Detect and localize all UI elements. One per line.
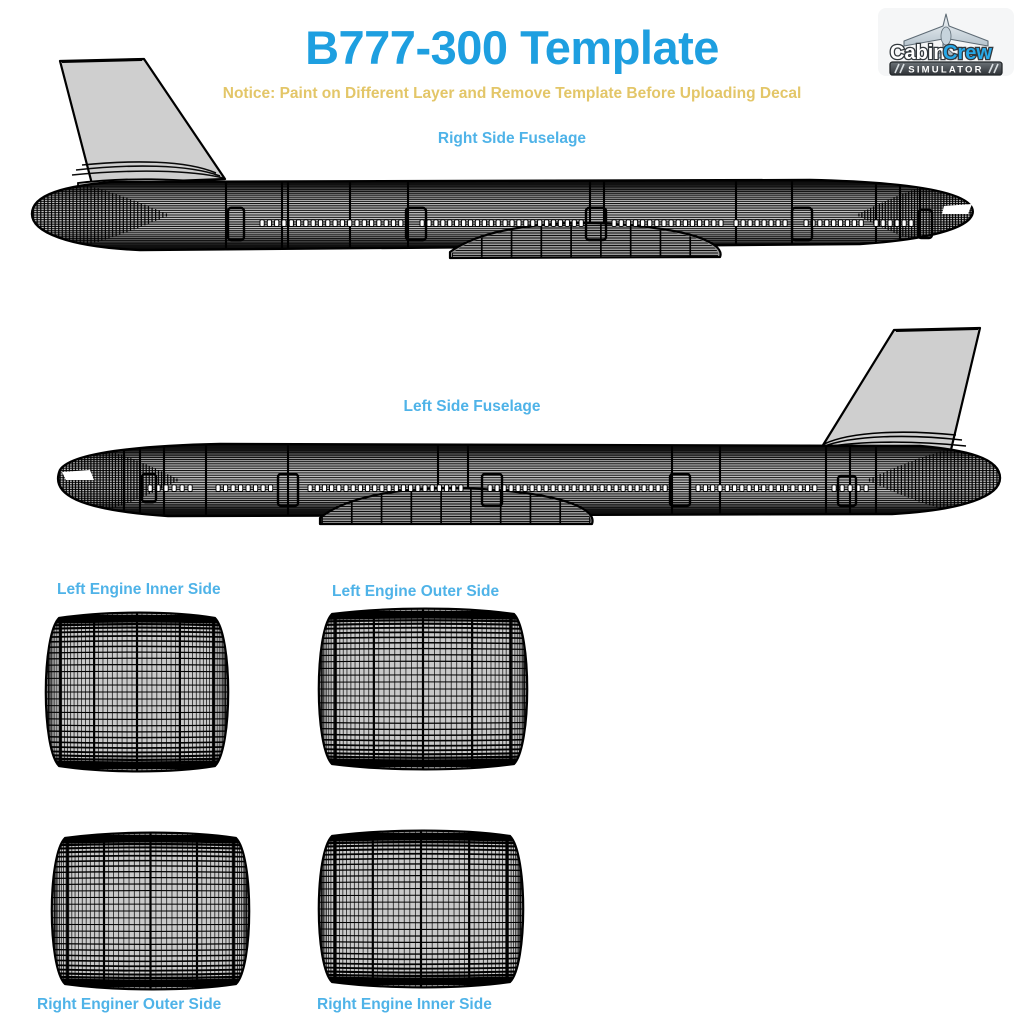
logo-word-cabin: Cabin	[890, 42, 946, 64]
left-engine-outer-wireframe	[315, 607, 531, 771]
right-engine-inner-wireframe	[315, 829, 527, 989]
right-side-fuselage-wireframe	[20, 18, 1004, 280]
notice-text: Notice: Paint on Different Layer and Rem…	[222, 85, 802, 102]
right-engine-outer-wireframe	[48, 831, 253, 991]
label-right-engine-inner: Right Engine Inner Side	[317, 996, 492, 1013]
label-right-side-fuselage: Right Side Fuselage	[437, 130, 587, 147]
cabin-window-row	[147, 484, 869, 492]
fuselage-body	[56, 442, 1002, 518]
wing-root-fairing	[448, 222, 722, 260]
cockpit-window-notch	[942, 204, 972, 214]
cabin-window-row	[259, 219, 914, 227]
label-left-engine-outer: Left Engine Outer Side	[332, 583, 500, 600]
label-left-side-fuselage: Left Side Fuselage	[403, 398, 541, 415]
logo-subtitle: SIMULATOR	[908, 65, 983, 76]
vertical-stabilizer	[58, 57, 235, 194]
door-outlines	[226, 206, 934, 242]
airplane-icon	[903, 13, 989, 60]
left-engine-inner-wireframe	[42, 611, 232, 773]
label-right-engine-outer: Right Enginer Outer Side	[37, 996, 222, 1013]
logo-word-crew: Crew	[943, 42, 992, 64]
left-side-fuselage-wireframe	[20, 318, 1016, 558]
page-title: B777-300 Template	[305, 21, 719, 74]
cabincrew-simulator-logo: Cabin Crew SIMULATOR	[876, 6, 1016, 78]
label-left-engine-inner: Left Engine Inner Side	[57, 581, 221, 598]
door-outlines	[140, 472, 858, 508]
vertical-stabilizer	[807, 326, 982, 465]
cockpit-window-notch	[62, 470, 94, 480]
